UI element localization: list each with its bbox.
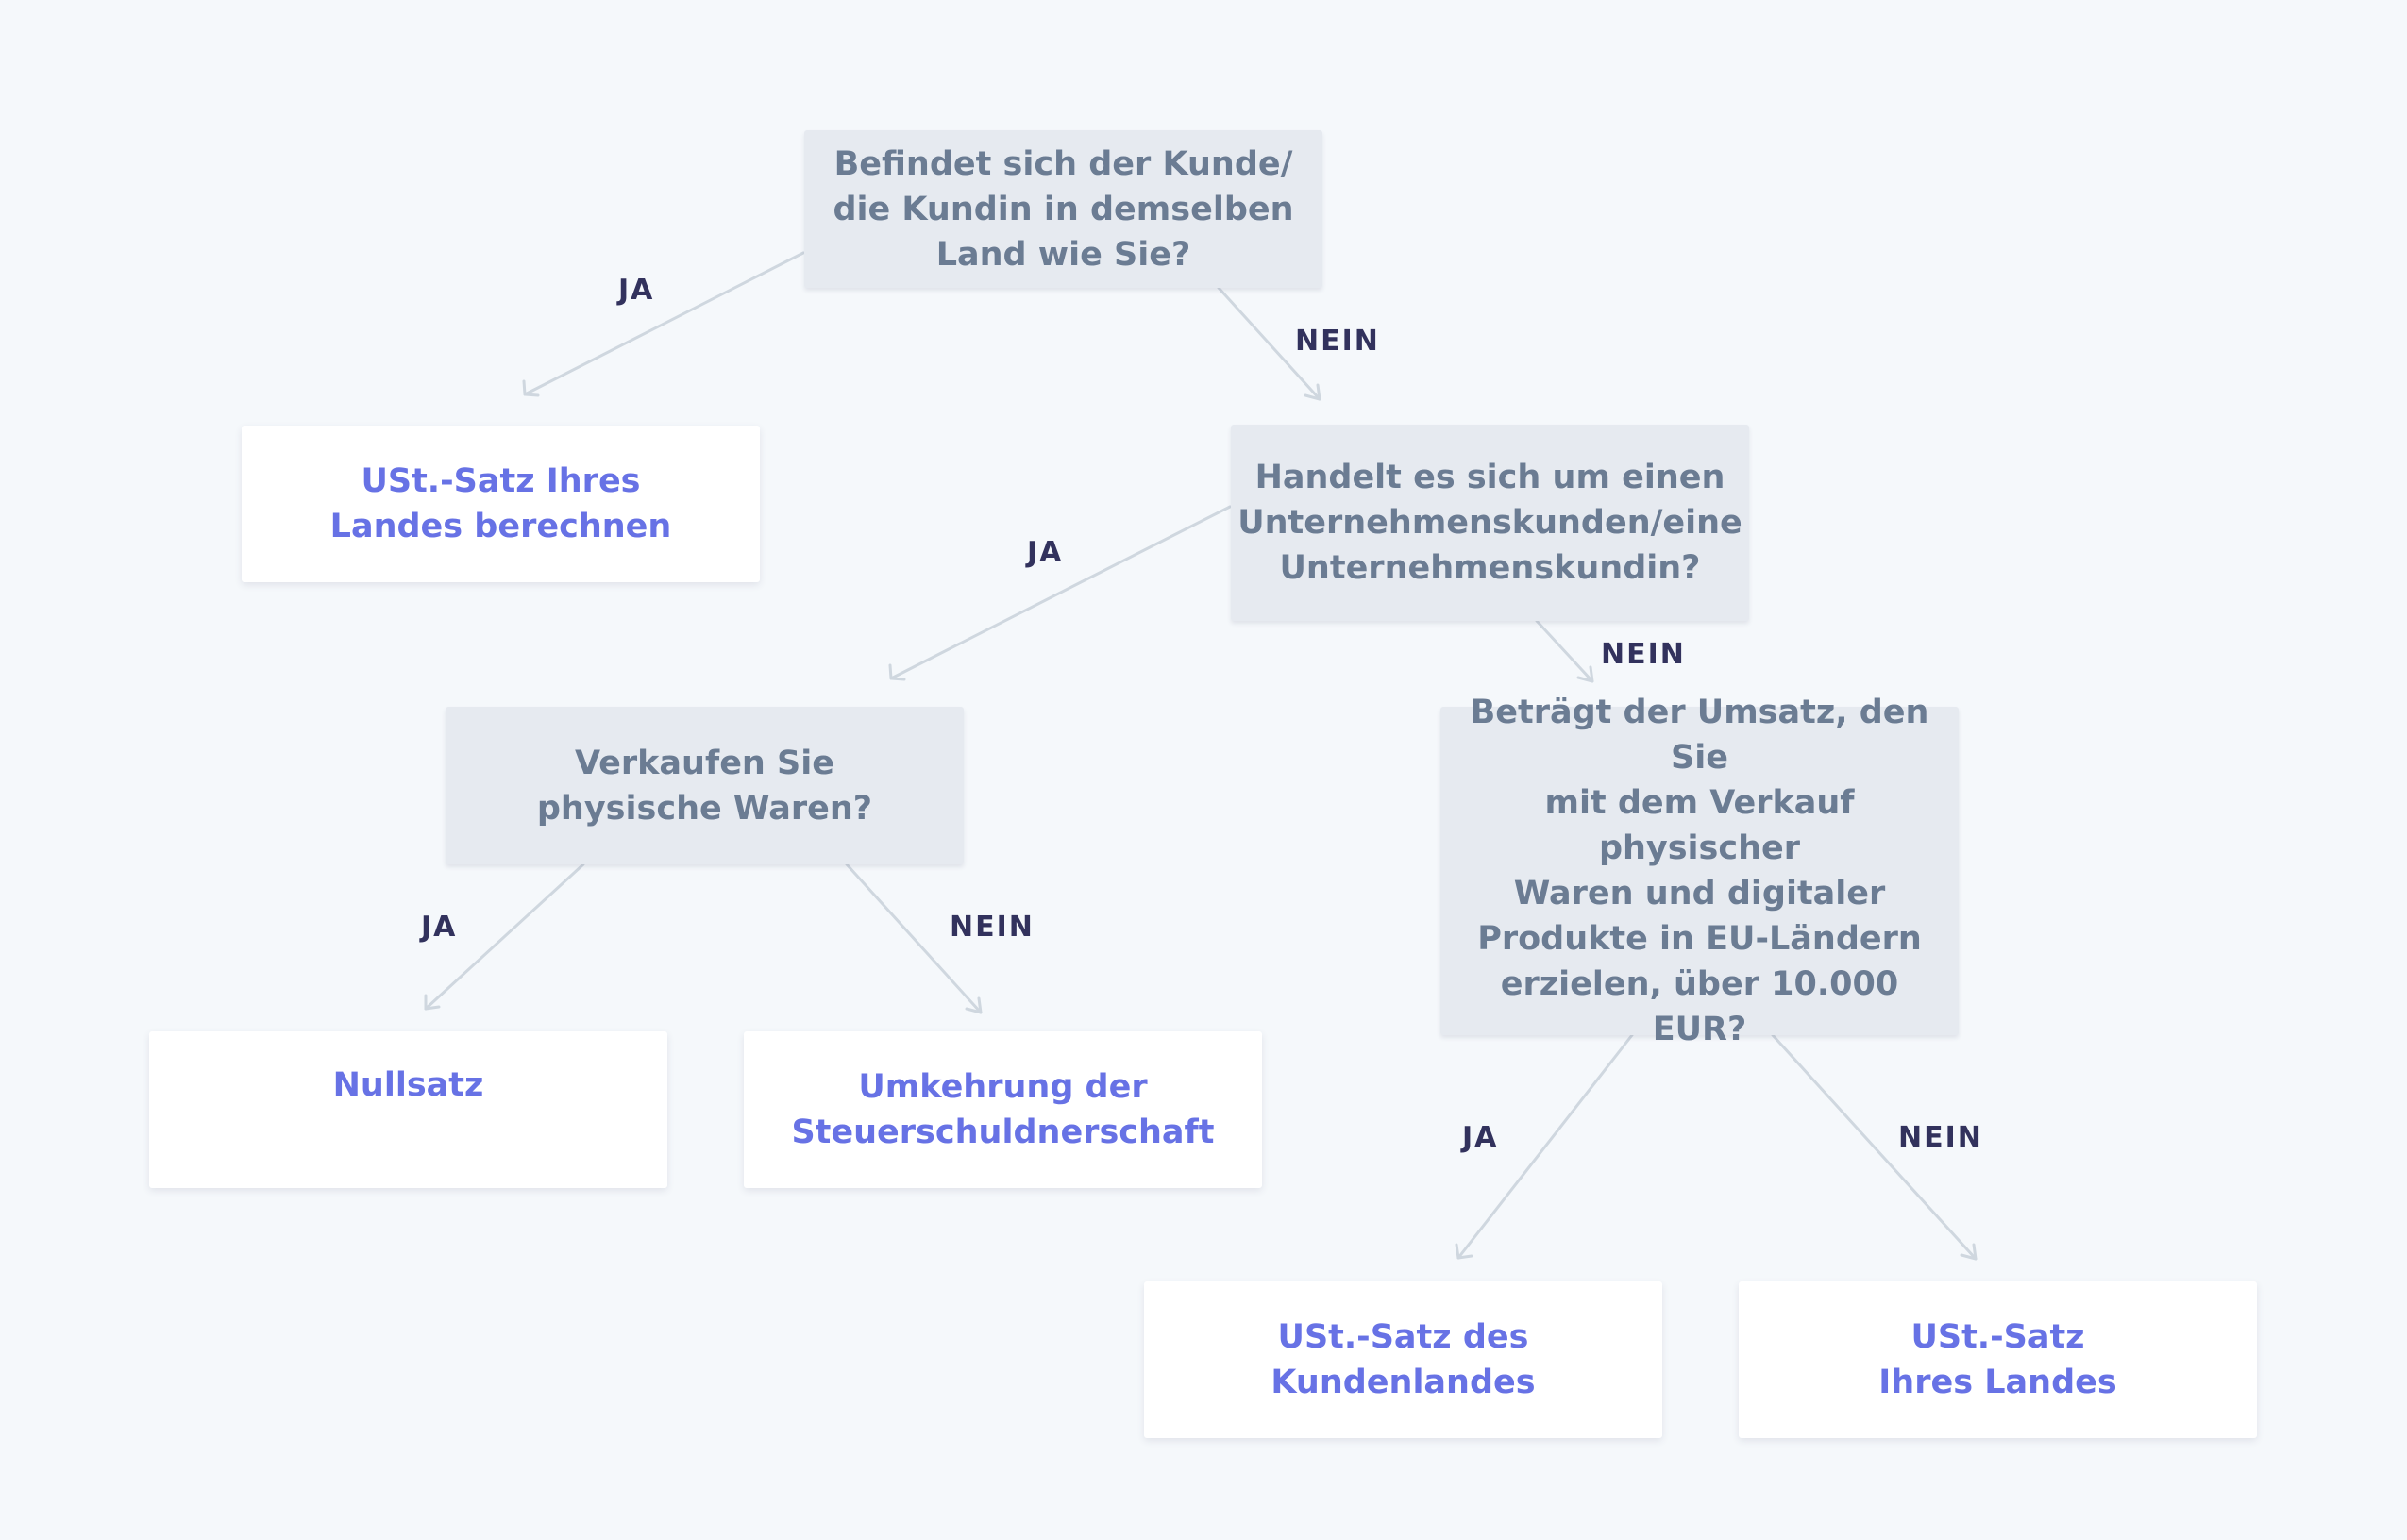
edge-label-yes: JA [1462, 1121, 1499, 1154]
answer-reverse-charge: Umkehrung der Steuerschuldnerschaft [744, 1031, 1262, 1188]
question-business-customer: Handelt es sich um einen Unternehmenskun… [1231, 425, 1749, 621]
question-eu-threshold: Beträgt der Umsatz, den Sie mit dem Verk… [1440, 694, 1959, 1048]
answer-own-country-rate: USt.-Satz Ihres Landes berechnen [242, 426, 760, 582]
edge-q1-no [1217, 286, 1321, 401]
question-same-country: Befindet sich der Kunde/ die Kundin in d… [804, 130, 1322, 288]
edge-q3-no [845, 862, 983, 1014]
edge-label-no: NEIN [1295, 325, 1380, 358]
edge-label-no: NEIN [950, 911, 1035, 944]
edge-label-yes: JA [618, 274, 655, 307]
edge-q2-no [1535, 619, 1594, 683]
edge-q1-yes [522, 251, 805, 397]
answer-customer-country-rate: USt.-Satz des Kundenlandes [1144, 1281, 1662, 1438]
edge-label-yes: JA [421, 911, 458, 944]
answer-zero-rate: Nullsatz [149, 1031, 667, 1188]
edge-label-no: NEIN [1898, 1121, 1983, 1154]
edge-q2-yes [888, 505, 1232, 681]
edge-q4-yes [1455, 1033, 1634, 1260]
edge-label-no: NEIN [1601, 638, 1686, 671]
answer-own-country-rate-2: USt.-Satz Ihres Landes [1739, 1281, 2257, 1438]
edge-q4-no [1771, 1033, 1978, 1261]
question-physical-goods: Verkaufen Sie physische Waren? [446, 707, 964, 864]
edge-q3-yes [424, 862, 585, 1011]
edge-label-yes: JA [1027, 536, 1064, 569]
